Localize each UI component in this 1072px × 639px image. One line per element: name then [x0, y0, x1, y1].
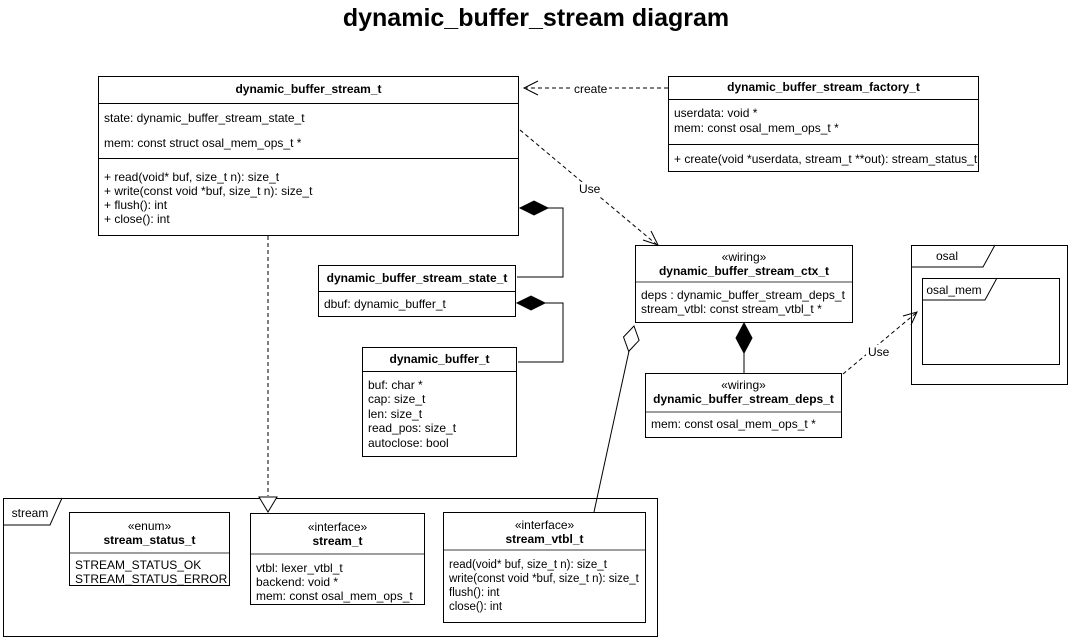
class-stream-t: «interface» stream_t vtbl: lexer_vtbl_t …: [250, 513, 425, 605]
attribute: buf: char *: [368, 378, 423, 392]
attribute: state: dynamic_buffer_stream_state_t: [104, 111, 305, 125]
attributes-section: dbuf: dynamic_buffer_t: [319, 291, 515, 317]
package-stream-label: stream: [11, 506, 49, 520]
class-dynamic-buffer-stream-deps-t: «wiring» dynamic_buffer_stream_deps_t me…: [645, 373, 842, 438]
package-osal-mem-label: osal_mem: [926, 283, 982, 297]
attribute: mem: const osal_mem_ops_t *: [674, 121, 839, 135]
attribute: backend: void *: [256, 575, 339, 589]
filled-diamond-icon: [518, 200, 550, 216]
class-name: dynamic_buffer_stream_ctx_t: [658, 264, 830, 278]
class-header: «enum» stream_status_t: [70, 513, 229, 552]
attribute: mem: const osal_mem_ops_t *: [651, 417, 816, 431]
operation: write(const void *buf, size_t n): size_t: [449, 573, 639, 585]
stereotype: «enum»: [127, 519, 172, 533]
class-name: dynamic_buffer_stream_t: [235, 82, 382, 96]
operations-section: + create(void *userdata, stream_t **out)…: [669, 144, 978, 172]
operation: read(void* buf, size_t n): size_t: [449, 559, 607, 571]
use-osal-dependency-edge: [842, 312, 917, 375]
attributes-section: buf: char * cap: size_t len: size_t read…: [363, 371, 516, 457]
attributes-section: mem: const osal_mem_ops_t *: [646, 411, 841, 437]
attribute: dbuf: dynamic_buffer_t: [324, 297, 446, 311]
operation: + write(const void *buf, size_t n): size…: [104, 184, 313, 198]
class-name: stream_vtbl_t: [505, 532, 584, 546]
class-header: «interface» stream_vtbl_t: [444, 513, 645, 549]
operations-section: + read(void* buf, size_t n): size_t + wr…: [99, 158, 518, 236]
attribute: stream_vtbl: const stream_vtbl_t *: [641, 302, 822, 316]
attributes-section: vtbl: lexer_vtbl_t backend: void * mem: …: [251, 553, 424, 604]
stereotype: «wiring»: [721, 378, 766, 392]
composition-buffer-edge: [518, 302, 564, 363]
operation: close(): int: [449, 601, 503, 613]
class-header: «wiring» dynamic_buffer_stream_deps_t: [646, 374, 841, 411]
package-osal-label: osal: [935, 249, 958, 263]
use-osal-edge-label: Use: [866, 345, 892, 359]
attribute: autoclose: bool: [368, 435, 449, 450]
diagram-title: dynamic_buffer_stream diagram: [342, 4, 730, 32]
class-name: dynamic_buffer_stream_state_t: [326, 271, 508, 285]
class-stream-vtbl-t: «interface» stream_vtbl_t read(void* buf…: [443, 512, 646, 623]
attribute: deps : dynamic_buffer_stream_deps_t: [641, 288, 845, 302]
attribute: vtbl: lexer_vtbl_t: [256, 561, 343, 575]
values-section: STREAM_STATUS_OK STREAM_STATUS_ERROR: [70, 552, 229, 585]
stereotype: «interface»: [514, 518, 575, 532]
class-name: dynamic_buffer_stream_factory_t: [727, 80, 920, 94]
hollow-diamond-icon: [622, 325, 640, 353]
class-dynamic-buffer-stream-t: dynamic_buffer_stream_t state: dynamic_b…: [98, 76, 519, 236]
operation: + read(void* buf, size_t n): size_t: [104, 170, 280, 184]
operation: flush(): int: [449, 587, 500, 599]
class-name: dynamic_buffer_t: [389, 352, 490, 366]
operations-section: read(void* buf, size_t n): size_t write(…: [444, 549, 645, 622]
class-dynamic-buffer-stream-ctx-t: «wiring» dynamic_buffer_stream_ctx_t dep…: [635, 245, 853, 323]
class-dynamic-buffer-t: dynamic_buffer_t buf: char * cap: size_t…: [362, 347, 517, 457]
class-name: dynamic_buffer_stream_deps_t: [653, 392, 834, 406]
stereotype: «interface»: [307, 520, 368, 534]
stereotype: «wiring»: [721, 250, 767, 264]
composition-state-edge: [517, 207, 564, 278]
filled-diamond-icon: [735, 321, 753, 355]
attribute: userdata: void *: [674, 106, 758, 120]
enum-value: STREAM_STATUS_ERROR: [75, 572, 228, 585]
class-name: stream_t: [312, 534, 363, 548]
class-header: «wiring» dynamic_buffer_stream_ctx_t: [636, 246, 852, 281]
class-stream-status-t: «enum» stream_status_t STREAM_STATUS_OK …: [69, 512, 230, 586]
attribute: mem: const struct osal_mem_ops_t *: [104, 136, 302, 150]
attribute: cap: size_t: [368, 392, 426, 407]
class-header: «interface» stream_t: [251, 514, 424, 553]
attributes-section: deps : dynamic_buffer_stream_deps_t stre…: [636, 281, 852, 322]
class-name: stream_status_t: [103, 533, 196, 547]
attribute: len: size_t: [368, 406, 423, 421]
filled-diamond-icon: [515, 295, 547, 311]
create-edge-label: create: [572, 82, 610, 96]
attributes-section: state: dynamic_buffer_stream_state_t mem…: [99, 103, 518, 158]
attribute: read_pos: size_t: [368, 421, 457, 436]
operation: + flush(): int: [104, 198, 168, 212]
attribute: mem: const osal_mem_ops_t *: [256, 589, 413, 604]
use-ctx-edge-label: Use: [577, 182, 603, 196]
open-arrowhead-icon: [522, 80, 539, 96]
enum-value: STREAM_STATUS_OK: [75, 558, 202, 572]
operation: + create(void *userdata, stream_t **out)…: [674, 152, 978, 166]
attributes-section: userdata: void * mem: const osal_mem_ops…: [669, 99, 978, 144]
open-arrowhead-icon: [642, 230, 659, 246]
aggregation-vtbl-edge: [593, 350, 630, 513]
operation: + close(): int: [104, 212, 170, 226]
class-dynamic-buffer-stream-state-t: dynamic_buffer_stream_state_t dbuf: dyna…: [318, 265, 516, 317]
class-dynamic-buffer-stream-factory-t: dynamic_buffer_stream_factory_t userdata…: [668, 76, 979, 172]
